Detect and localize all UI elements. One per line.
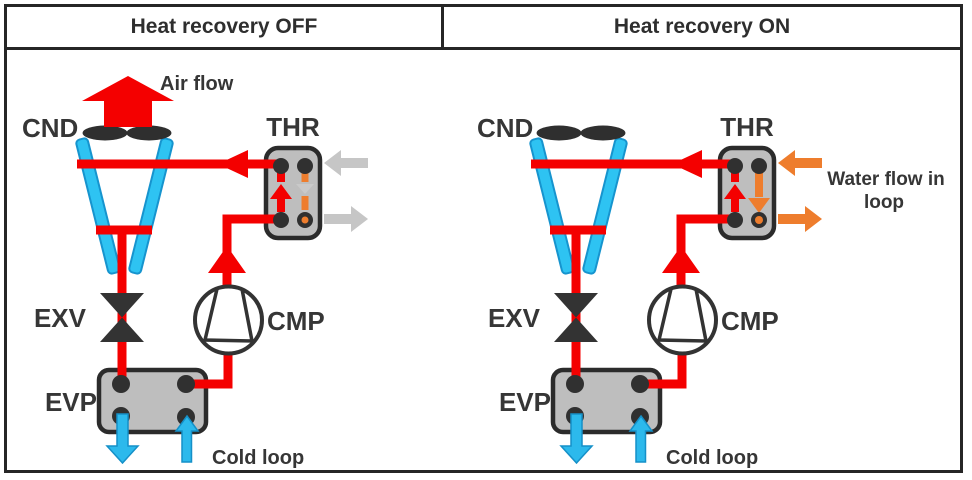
cold-loop-in-arrow-icon bbox=[174, 414, 200, 463]
thr-water-arrow-active-icon bbox=[748, 198, 770, 213]
compressor-chords-icon bbox=[202, 288, 255, 343]
fan-blade-icon bbox=[126, 125, 172, 141]
compressor-label: CMP bbox=[721, 306, 779, 336]
header-heat-recovery-on: Heat recovery ON bbox=[613, 15, 791, 38]
evaporator-label: EVP bbox=[499, 387, 551, 417]
thr-label: THR bbox=[266, 112, 320, 142]
thr-port bbox=[297, 158, 313, 174]
air-flow-label: Air flow bbox=[160, 73, 234, 95]
fan-blade-icon bbox=[82, 125, 128, 141]
pipe-evaporator-to-compressor bbox=[186, 354, 233, 389]
compressor-label: CMP bbox=[267, 306, 325, 336]
compressor-chords-icon bbox=[656, 288, 709, 343]
condenser-label: CND bbox=[477, 113, 533, 143]
air-flow-arrow-icon bbox=[82, 76, 174, 127]
water-in-arrow-inactive-icon bbox=[324, 150, 368, 176]
cold-loop-in-arrow-icon bbox=[628, 414, 654, 463]
evaporator-port bbox=[631, 375, 649, 393]
panel-heat-recovery-off: Air flow bbox=[22, 73, 368, 469]
thr-port bbox=[751, 158, 767, 174]
thr-port-water-dot bbox=[755, 216, 763, 224]
fan-blade-icon bbox=[580, 125, 626, 141]
evaporator-label: EVP bbox=[45, 387, 97, 417]
flow-arrowhead-up-icon bbox=[208, 246, 246, 273]
expansion-valve-symbol bbox=[554, 293, 598, 342]
expansion-valve-label: EXV bbox=[488, 303, 541, 333]
thr-internal-red-arrow-icon bbox=[724, 184, 746, 199]
condenser-coil-left bbox=[75, 137, 121, 275]
fan-blade-icon bbox=[536, 125, 582, 141]
water-in-arrow-active-icon bbox=[778, 150, 822, 176]
thr-label: THR bbox=[720, 112, 774, 142]
header-row: Heat recovery OFF Heat recovery ON bbox=[7, 7, 960, 50]
evaporator-port bbox=[177, 375, 195, 393]
thr-water-arrow-faded-icon bbox=[296, 184, 314, 194]
evaporator-port bbox=[566, 375, 584, 393]
thr-internal-red-arrow-icon bbox=[270, 184, 292, 199]
cold-loop-out-arrow-icon bbox=[105, 413, 140, 465]
condenser-coil-right bbox=[582, 137, 628, 275]
condenser-label: CND bbox=[22, 113, 78, 143]
water-flow-label-line2: loop bbox=[864, 192, 904, 213]
condenser-coil-left bbox=[529, 137, 575, 275]
panel-heat-recovery-on: CND THR EXV CMP EVP Cold loop Water flow… bbox=[477, 112, 945, 469]
thr-port bbox=[273, 158, 289, 174]
water-out-arrow-active-icon bbox=[778, 206, 822, 232]
compressor-symbol bbox=[193, 284, 264, 356]
expansion-valve-symbol bbox=[100, 293, 144, 342]
expansion-valve-label: EXV bbox=[34, 303, 87, 333]
thr-port bbox=[273, 212, 289, 228]
water-out-arrow-inactive-icon bbox=[324, 206, 368, 232]
pipe-evaporator-to-compressor bbox=[640, 354, 687, 389]
water-flow-label-line1: Water flow in bbox=[827, 169, 945, 190]
flow-arrowhead-left-icon bbox=[672, 150, 702, 178]
evaporator-port bbox=[112, 375, 130, 393]
thr-port-water-dot bbox=[301, 216, 309, 224]
condenser-coil-right bbox=[128, 137, 174, 275]
thr-port bbox=[727, 212, 743, 228]
thr-port bbox=[727, 158, 743, 174]
cold-loop-out-arrow-icon bbox=[559, 413, 594, 465]
cold-loop-label: Cold loop bbox=[212, 447, 304, 469]
compressor-symbol bbox=[647, 284, 718, 356]
cold-loop-label: Cold loop bbox=[666, 447, 758, 469]
flow-arrowhead-left-icon bbox=[218, 150, 248, 178]
flow-arrowhead-up-icon bbox=[662, 246, 700, 273]
header-heat-recovery-off: Heat recovery OFF bbox=[7, 7, 444, 47]
